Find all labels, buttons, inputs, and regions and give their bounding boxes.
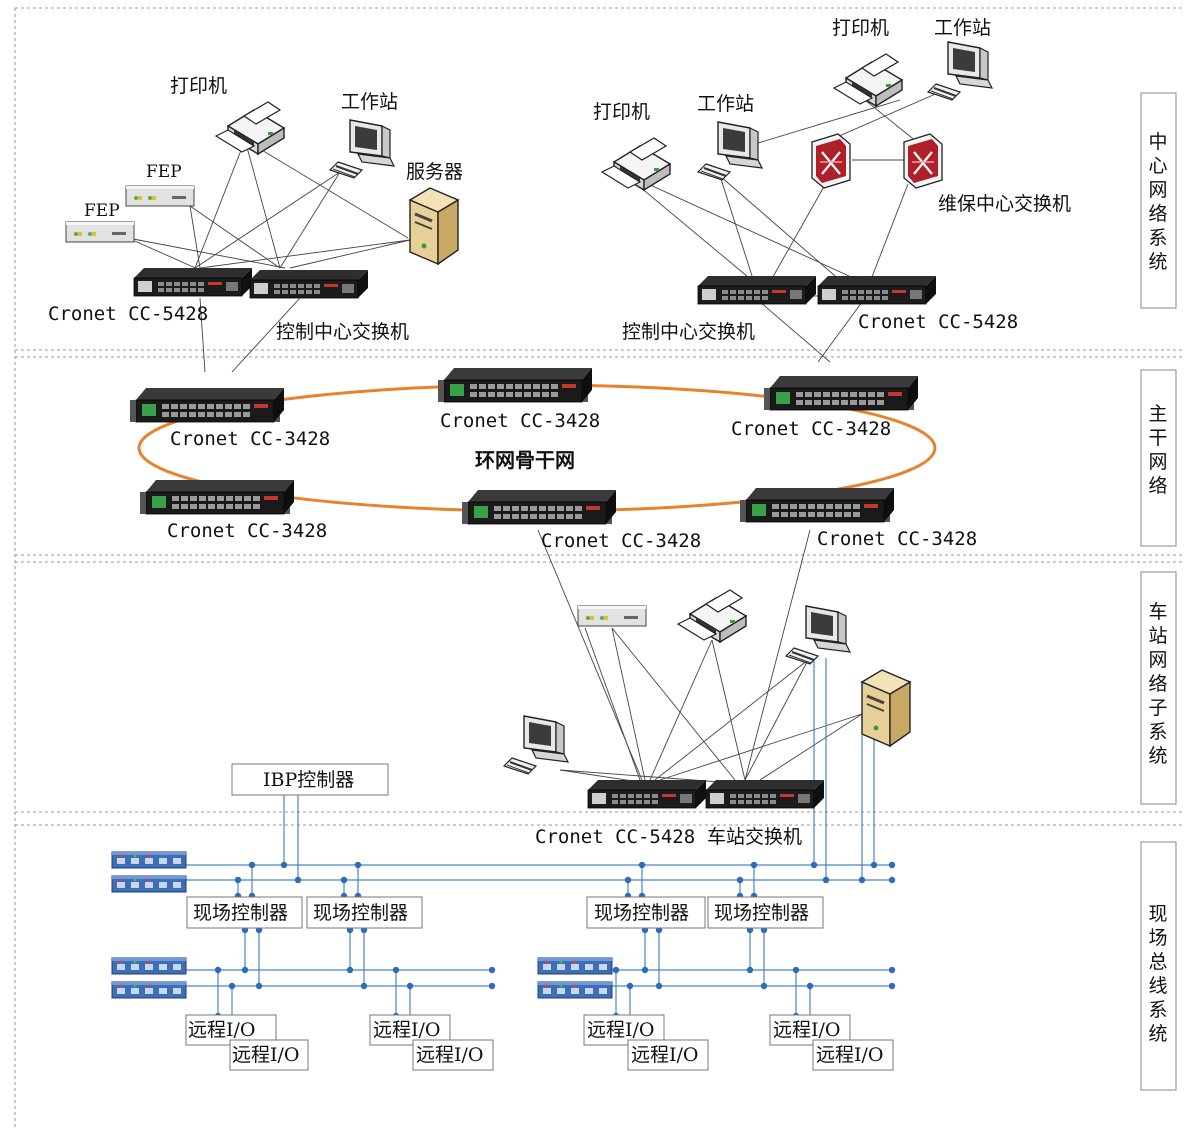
rack-switch-icon [129,387,285,423]
section-label-fieldbus: 现场总线系统 [1148,903,1167,1045]
router-icon [810,132,852,190]
workstation-icon [927,41,993,101]
switch-model-label: Cronet CC-5428 [48,303,208,325]
fep-label: FEP [84,201,120,221]
rack-switch-icon [437,367,593,403]
switch-model-label: Cronet CC-5428 [858,311,1018,333]
field-controller-label: 现场控制器 [313,902,408,924]
switch-model-label: Cronet CC-3428 [440,410,600,432]
io-module-icon [537,981,613,999]
fep-device-icon [577,605,647,627]
center-links [127,91,941,373]
field-controller-label: 现场控制器 [594,902,689,924]
switch-icon [697,275,817,305]
workstation-label: 工作站 [934,17,991,39]
io-module-icon [537,957,613,975]
remote-io-label: 远程I/O [773,1019,840,1041]
label-boxes [185,763,894,1071]
remote-io-label: 远程I/O [587,1019,654,1041]
workstation-icon [785,605,851,665]
switch-icon [587,779,707,809]
rack-switch-icon [139,479,295,515]
switch-model-label: Cronet CC-3428 [817,528,977,550]
remote-io-label: 远程I/O [631,1044,698,1066]
io-module-icon [111,957,187,975]
workstation-label: 工作站 [341,91,398,113]
field-controller-label: 现场控制器 [714,902,809,924]
printer-icon [833,53,903,107]
rack-switch-icon [763,375,919,411]
switch-icon [249,269,369,299]
station-links [537,529,863,783]
section-frames [14,7,1185,1130]
section-label-station: 车站网络子系统 [1148,601,1167,767]
switch-model-label: Cronet CC-3428 [167,520,327,542]
switch-model-label: Cronet CC-3428 [731,418,891,440]
fep-device-icon [125,185,195,207]
section-label-backbone: 主干网络 [1148,403,1167,497]
printer-label: 打印机 [593,101,650,123]
workstation-icon [503,715,569,775]
remote-io-label: 远程I/O [188,1019,255,1041]
remote-io-label: 远程I/O [816,1044,883,1066]
switch-model-label: Cronet CC-3428 [170,428,330,450]
rack-switch-icon [461,489,617,525]
switch-icon [133,267,253,297]
printer-label: 打印机 [170,75,227,97]
maintenance-switch-label: 维保中心交换机 [938,193,1071,215]
printer-icon [601,137,671,191]
printer-label: 打印机 [832,17,889,39]
control-center-switch-label: 控制中心交换机 [622,321,755,343]
station-switch-label: 车站交换机 [707,826,802,848]
rack-switch-icon [739,487,895,523]
switch-icon [817,275,937,305]
remote-io-label: 远程I/O [416,1044,483,1066]
remote-io-label: 远程I/O [373,1019,440,1041]
workstation-icon [697,121,763,181]
io-module-icon [111,851,187,869]
fep-label: FEP [146,162,182,182]
io-module-icon [111,875,187,893]
section-label-center: 中心网络系统 [1148,131,1167,273]
server-label: 服务器 [406,161,463,183]
printer-icon [677,589,747,643]
control-center-switch-label: 控制中心交换机 [276,321,409,343]
fep-device-icon [65,221,135,243]
ring-title: 环网骨干网 [475,448,575,472]
printer-icon [215,101,285,155]
workstation-label: 工作站 [697,93,754,115]
switch-model-label: Cronet CC-5428 [535,826,695,848]
switch-model-label: Cronet CC-3428 [541,530,701,552]
ibp-controller-label: IBP控制器 [263,769,354,791]
router-icon [902,132,944,190]
io-module-icon [111,981,187,999]
field-controller-label: 现场控制器 [193,902,288,924]
switch-icon [705,779,825,809]
workstation-icon [329,119,395,179]
section-label-boxes [1140,92,1177,1091]
server-icon [408,186,460,266]
remote-io-label: 远程I/O [232,1044,299,1066]
server-icon [860,668,912,748]
